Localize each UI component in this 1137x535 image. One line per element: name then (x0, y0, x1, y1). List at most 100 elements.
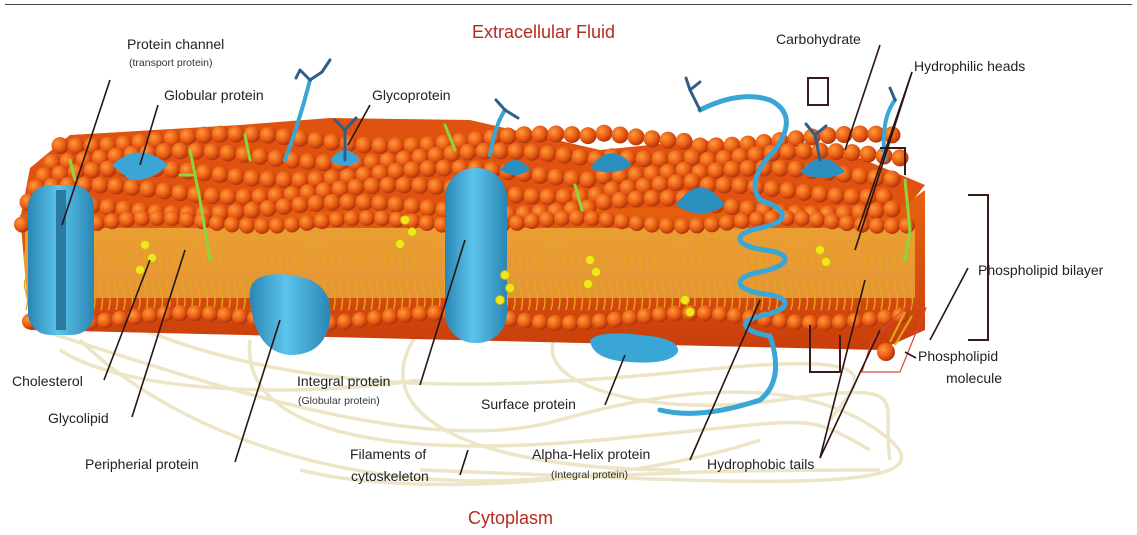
phospholipid-head (824, 213, 840, 229)
integral-protein (445, 168, 507, 343)
phospholipid-head (108, 178, 125, 195)
phospholipid-head (220, 145, 237, 162)
phospholipid-head (324, 194, 341, 211)
phospholipid-head (172, 184, 189, 201)
phospholipid-head (884, 218, 900, 234)
phospholipid-head (548, 126, 565, 143)
hydrophilic-heads-label: Hydrophilic heads (914, 58, 1025, 75)
phospholipid-head (548, 169, 565, 186)
phospholipid-head (260, 171, 277, 188)
phospholipid-head (817, 315, 833, 331)
phospholipid-head (644, 190, 661, 207)
phospholipid-head (564, 126, 581, 143)
phospholipid-head (596, 125, 613, 142)
phospholipid-head (204, 187, 221, 204)
phospholipid-head (724, 198, 741, 215)
phospholipid-head (689, 218, 705, 234)
phospholipid-head (540, 188, 557, 205)
phospholipid-head (220, 188, 237, 205)
phospholipid-head (97, 312, 113, 328)
phospholipid-head (828, 143, 845, 160)
phospholipid-head (652, 306, 668, 322)
phospholipid-head (308, 132, 325, 149)
cholesterol-dot (401, 216, 410, 225)
phospholipid-head (444, 145, 461, 162)
phospholipid-head (532, 126, 549, 143)
phospholipid-head (524, 144, 541, 161)
phospholipid-head (92, 177, 109, 194)
phospholipid-head (172, 305, 188, 321)
phospholipid-head (260, 127, 277, 144)
phospholipid-head (676, 133, 693, 150)
phospholipid-head (269, 218, 285, 234)
phospholipid-head (828, 187, 845, 204)
phospholipid-head (788, 161, 805, 178)
phospholipid-head (404, 161, 421, 178)
phospholipid-head (667, 305, 683, 321)
phospholipid-head (217, 307, 233, 323)
phospholipid-head (704, 216, 720, 232)
protein-channel-sublabel: (transport protein) (129, 57, 212, 70)
phospholipid-head (740, 160, 757, 177)
phospholipid-head (524, 213, 540, 229)
phospholipid-head (212, 166, 229, 183)
phospholipid-head (232, 309, 248, 325)
phospholipid-molecule-label-2: molecule (946, 370, 1002, 387)
cholesterol-dot (506, 284, 515, 293)
phospholipid-head (420, 199, 437, 216)
phospholipid-head (539, 211, 555, 227)
phospholipid-head (862, 311, 878, 327)
phospholipid-head (404, 198, 421, 215)
phospholipid-head (547, 315, 563, 331)
phospholipid-head (684, 173, 701, 190)
phospholipid-head (599, 212, 615, 228)
cholesterol-dot (136, 266, 145, 275)
alpha-helix-sublabel: (Integral protein) (551, 469, 628, 482)
phospholipid-head (412, 177, 429, 194)
phospholipid-head (899, 217, 915, 233)
cholesterol-dot (141, 241, 150, 250)
phospholipid-head (524, 188, 541, 205)
phospholipid-head (340, 194, 357, 211)
phospholipid-head (517, 313, 533, 329)
phospholipid-head (252, 148, 269, 165)
phospholipid-molecule-head (877, 343, 895, 361)
phospholipid-head (324, 134, 341, 151)
phospholipid-head (708, 162, 725, 179)
phospholipid-head (716, 177, 733, 194)
phospholipid-head (382, 308, 398, 324)
phospholipid-head (156, 182, 173, 199)
integral-protein-sublabel: (Globular protein) (298, 395, 380, 408)
phospholipid-head (780, 143, 797, 160)
phospholipid-head (668, 174, 685, 191)
phospholipid-head (100, 160, 117, 177)
phospholipid-head (284, 216, 300, 232)
phospholipid-head (224, 217, 240, 233)
phospholipid-head (844, 188, 861, 205)
filaments-label-1: Filaments of (350, 446, 426, 463)
phospholipid-head (554, 210, 570, 226)
phospholipid-head (84, 162, 101, 179)
cholesterol-dot (686, 308, 695, 317)
phospholipid-head (809, 212, 825, 228)
integral-protein-label: Integral protein (297, 373, 390, 390)
phospholipid-head (562, 315, 578, 331)
alpha-helix-label: Alpha-Helix protein (532, 446, 650, 463)
phospholipid-head (564, 170, 581, 187)
carbohydrate-bracket (808, 78, 828, 105)
phospholipid-head (348, 179, 365, 196)
phospholipid-head (732, 177, 749, 194)
phospholipid-head (492, 143, 509, 160)
cholesterol-dot (584, 280, 593, 289)
phospholipid-head (127, 309, 143, 325)
phospholipid-head (212, 126, 229, 143)
phospholipid-head (764, 180, 781, 197)
phospholipid-head (508, 187, 525, 204)
phospholipid-head (852, 168, 869, 185)
phospholipid-head (532, 314, 548, 330)
phospholipid-head (644, 217, 660, 233)
phospholipid-head (372, 195, 389, 212)
phospholipid-head (500, 127, 517, 144)
phospholipid-head (436, 160, 453, 177)
hydrophobic-tails-label: Hydrophobic tails (707, 456, 814, 473)
